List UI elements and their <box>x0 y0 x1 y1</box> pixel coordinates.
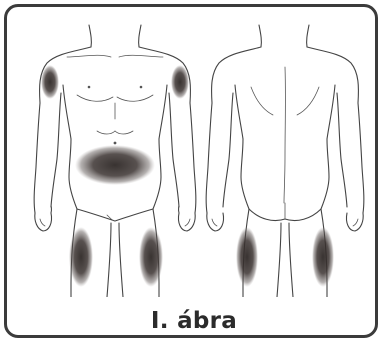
front-abdomen-site <box>75 145 155 185</box>
front-left-upper-arm-site <box>41 65 59 99</box>
back-right-thigh-site <box>312 227 334 287</box>
back-injection-sites <box>236 227 334 287</box>
front-left-thigh-site <box>69 227 93 287</box>
front-right-thigh-site <box>139 227 163 287</box>
front-injection-sites <box>41 65 189 287</box>
back-left-thigh-site <box>236 227 258 287</box>
front-right-upper-arm-site <box>171 65 189 99</box>
figure-caption: I. ábra <box>7 305 378 337</box>
back-view <box>206 25 364 297</box>
figure-frame: I. ábra <box>4 4 378 338</box>
body-diagram <box>7 7 378 297</box>
